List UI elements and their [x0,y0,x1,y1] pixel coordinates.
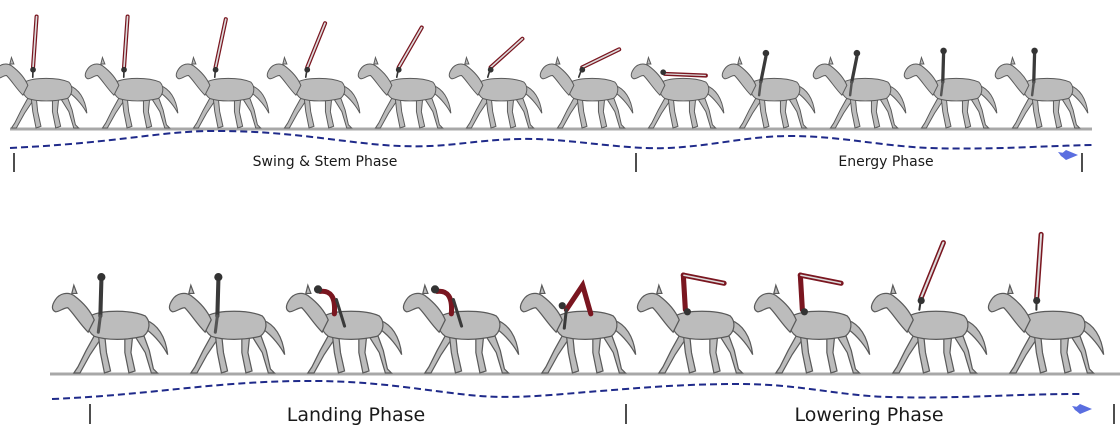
vaulter-figure [212,17,228,78]
horse-figure [285,284,403,374]
vaulter-horse-figure [175,17,270,129]
vaulter-figure [121,14,130,78]
vaulter-figure [304,21,328,78]
horse-figure [539,56,634,129]
horse-figure [903,56,998,129]
vaulter-figure [797,272,844,316]
phase-label-energy: Energy Phase [838,154,933,170]
horse-figure [987,284,1105,374]
phase-label-lowering: Lowering Phase [794,404,943,426]
vaulter-figure [558,279,594,330]
vaulter-horse-figure [630,56,725,129]
horse-figure [448,56,543,129]
phase-label-landing: Landing Phase [287,404,425,426]
horse-figure [402,284,520,374]
horse-figure [357,56,452,129]
vaulter-figure [213,273,223,334]
vaulter-horse-figure [357,25,452,129]
horse-figure [753,284,871,374]
arrow-icon [1058,150,1078,160]
horse-figure [870,284,988,374]
vaulter-figure [917,240,946,311]
horse-figure [630,56,725,129]
vaulter-horse-figure [987,231,1105,374]
vaulter-horse-figure [448,36,543,129]
vaulter-horse-figure [539,47,634,129]
horse-figure [519,284,637,374]
vaulter-horse-figure [51,273,169,374]
horse-figure [0,56,88,129]
vaulter-horse-figure [84,14,179,129]
dashed-curve [9,129,1093,150]
vaulter-horse-figure [721,49,816,129]
row-2-figures [51,231,1105,374]
dashed-curve [51,379,1081,400]
row-1-figures [0,14,1089,129]
vaulter-figure [30,14,39,78]
horse-figure [812,56,907,129]
row-2: Landing Phase Lowering Phase [50,231,1120,426]
vaulter-figure [660,69,708,78]
horse-figure [721,56,816,129]
vaulter-figure [939,47,947,97]
vaulter-horse-figure [753,272,871,374]
horse-figure [168,284,286,374]
vaulter-figure [1033,231,1044,311]
vaulter-figure [486,36,525,78]
vaulter-horse-figure [266,21,361,129]
horse-figure [994,56,1089,129]
vaulter-figure [395,25,424,78]
vaulter-horse-figure [903,47,998,129]
vaulter-figure [680,272,727,316]
vaulter-figure [313,285,347,328]
vaulter-horse-figure [636,272,754,374]
horse-figure [636,284,754,374]
arrow-icon [1072,404,1092,414]
vaulter-horse-figure [0,14,88,129]
horse-figure [266,56,361,129]
horse-figure [51,284,169,374]
vaulter-horse-figure [285,284,403,374]
vaulter-horse-figure [519,279,637,374]
row-1: Swing & Stem Phase Energy Phase [0,14,1093,172]
vaulter-figure [1030,47,1038,97]
vaulter-horse-figure [402,284,520,374]
vaulter-horse-figure [168,273,286,374]
horse-figure [175,56,270,129]
vaulter-figure [848,49,861,97]
vaulter-horse-figure [994,47,1089,129]
vaulter-figure [96,273,106,334]
vaulter-figure [757,49,770,97]
phase-label-swing-stem: Swing & Stem Phase [253,154,398,170]
vaulter-figure [577,47,622,78]
vaulter-horse-figure [812,49,907,129]
horse-figure [84,56,179,129]
vaulter-figure [430,285,464,328]
vaulter-horse-figure [870,240,988,374]
